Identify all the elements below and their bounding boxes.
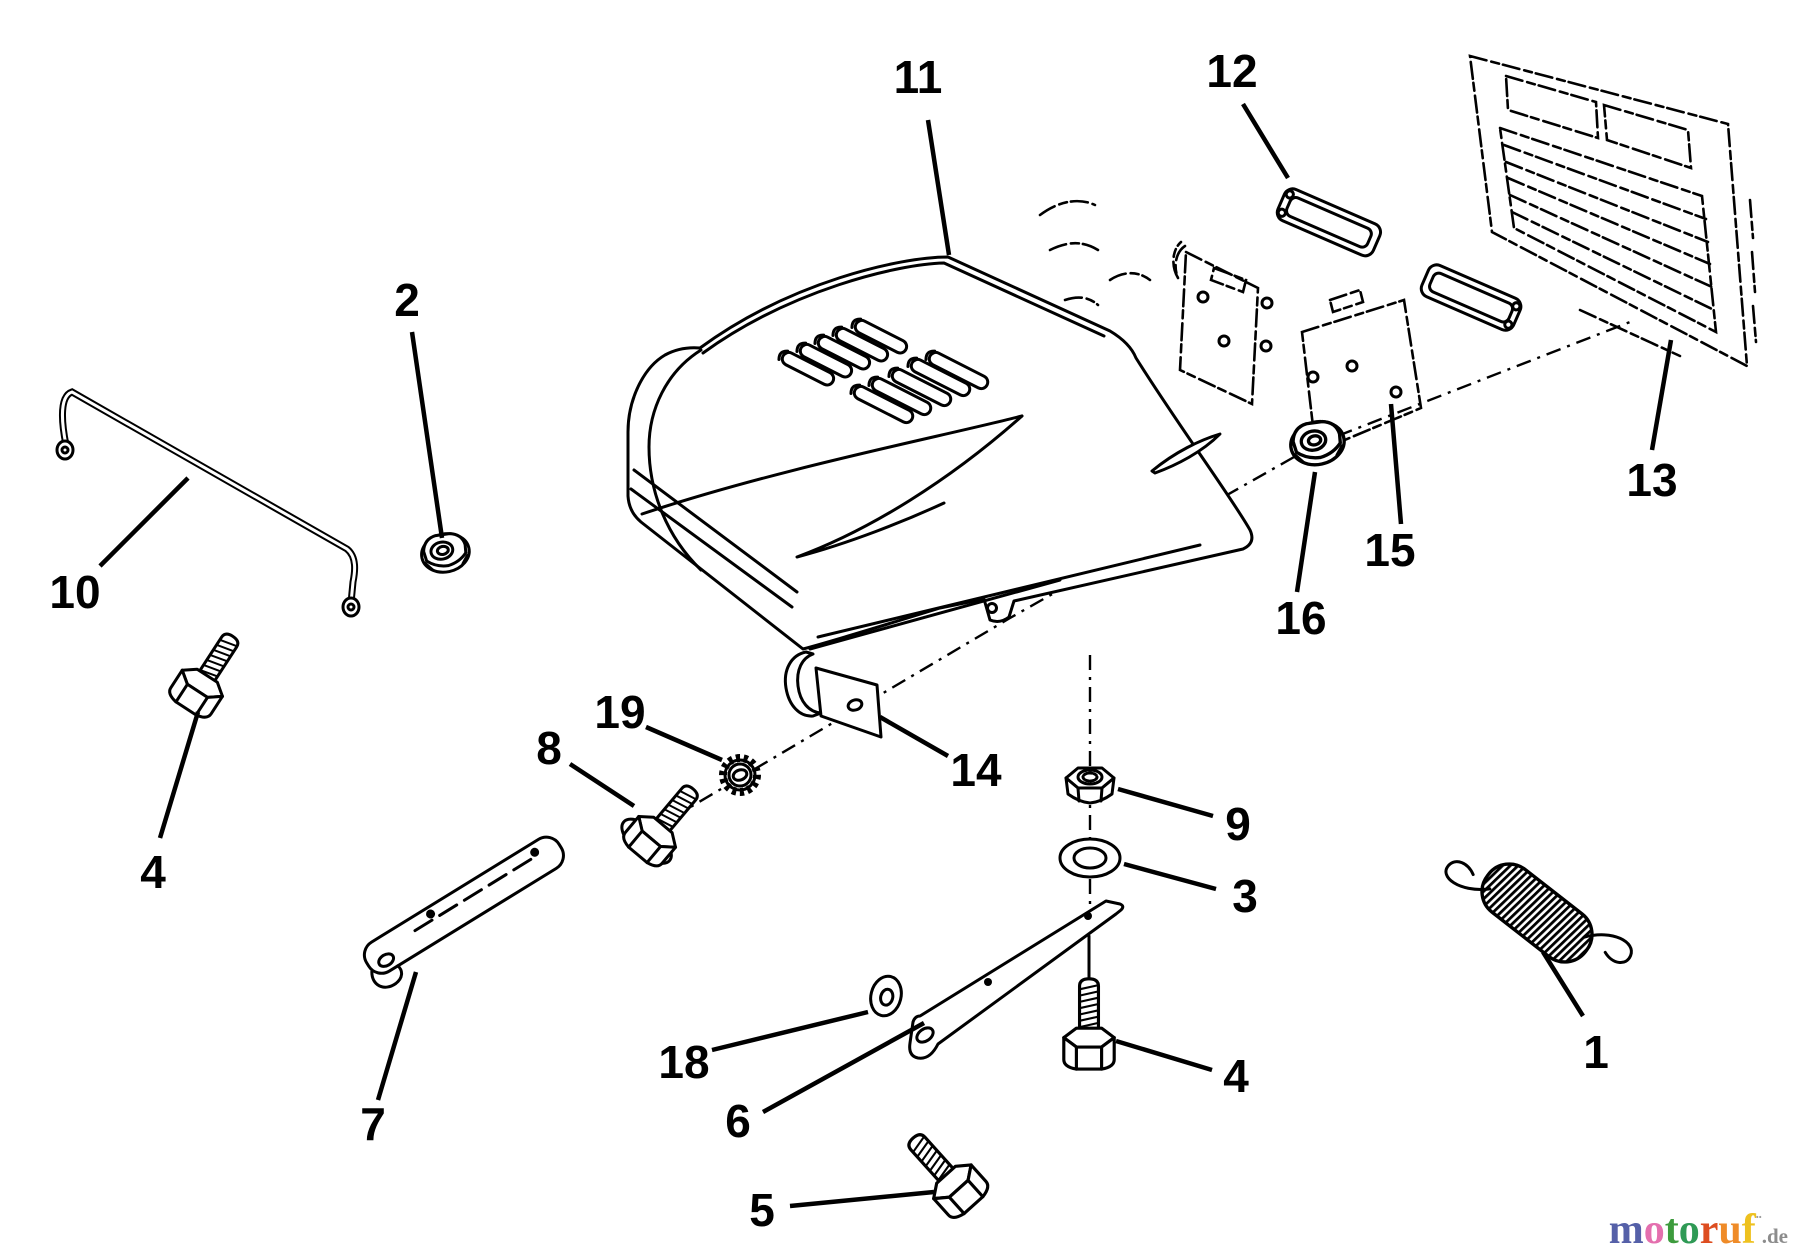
watermark-suffix: .de: [1761, 1224, 1788, 1248]
part-bracket-7: [362, 835, 565, 989]
part-bolt-5: [892, 1119, 994, 1224]
grille-slats: [1502, 143, 1716, 312]
part-spring-1: [1444, 860, 1633, 964]
callout-label-6: 6: [725, 1095, 751, 1147]
callout-leader-10: [98, 476, 190, 568]
part-nut-2: [416, 527, 475, 579]
callout-label-2: 2: [394, 274, 420, 326]
hood-vents: [777, 317, 990, 425]
hood-side-slot: [1150, 432, 1222, 475]
part-strap-6: [908, 899, 1125, 1060]
callout-leader-5: [789, 1189, 935, 1209]
part-bezels: [1275, 187, 1523, 332]
part-bolt-4-right: [1062, 977, 1116, 1071]
part-star-washer-19: [719, 754, 761, 796]
callout-label-13: 13: [1626, 454, 1677, 506]
part-backing-plates: [1038, 199, 1423, 454]
watermark-letter: o: [1643, 1207, 1665, 1253]
part-grille: [1468, 54, 1758, 369]
part-nut-16: [1285, 415, 1350, 472]
part-bolt-4-left: [164, 621, 255, 724]
callout-leader-1: [1541, 950, 1585, 1018]
part-washer-3: [1058, 837, 1122, 879]
part-clip-14: [783, 650, 883, 739]
watermark-mark: ¨: [1755, 1212, 1762, 1232]
part-nut-9: [1064, 766, 1116, 805]
callout-leader-6: [761, 1021, 926, 1114]
hood-bottom-trim-2: [808, 578, 1062, 651]
callout-label-7: 7: [360, 1098, 386, 1150]
hinge-sketch-marks: [1038, 199, 1152, 307]
callout-leader-18: [711, 1009, 869, 1053]
callout-label-18: 18: [658, 1036, 709, 1088]
callout-leader-9: [1117, 786, 1214, 819]
callout-leader-13: [1649, 339, 1674, 451]
callout-label-9: 9: [1225, 798, 1251, 850]
hood-swoosh-upper: [640, 414, 1024, 516]
callout-leader-7: [375, 971, 419, 1101]
watermark-letter: r: [1699, 1207, 1719, 1253]
part-hood-latch-rod: [55, 388, 361, 618]
callout-leader-3: [1123, 861, 1217, 892]
callout-label-8: 8: [536, 722, 562, 774]
hood-swoosh-lower: [795, 414, 1024, 559]
hood-tab-hole: [986, 602, 998, 614]
backing-plate-holes: [1196, 290, 1403, 399]
hood-top-trim: [701, 261, 1106, 355]
callout-label-3: 3: [1232, 870, 1258, 922]
callout-label-15: 15: [1364, 524, 1415, 576]
callout-leader-14: [878, 715, 950, 758]
watermark-logo[interactable]: motoruf¨.de: [1609, 1209, 1788, 1251]
watermark-letter: o: [1678, 1207, 1700, 1253]
callout-label-14: 14: [950, 744, 1002, 796]
watermark-letter: u: [1718, 1207, 1742, 1253]
callout-label-12: 12: [1206, 45, 1257, 97]
callout-leader-8: [568, 762, 636, 808]
callout-leader-16: [1294, 471, 1318, 593]
callout-label-1: 1: [1583, 1026, 1609, 1078]
hood-arch: [647, 348, 703, 572]
callout-label-11: 11: [894, 51, 943, 103]
callout-leader-19: [645, 724, 723, 763]
part-bolt-8: [617, 772, 714, 872]
callout-leader-11: [925, 119, 952, 256]
hood-skirt-line-1: [632, 468, 799, 594]
callout-leader-12: [1241, 102, 1290, 180]
grille-edge-marks: [1578, 198, 1758, 358]
watermark-word: motoruf: [1609, 1207, 1756, 1253]
callout-leader-4: [157, 711, 201, 839]
watermark-letter: t: [1664, 1207, 1679, 1253]
callout-label-19: 19: [594, 686, 645, 738]
callout-label-10: 10: [49, 566, 100, 618]
callout-leader-15: [1388, 403, 1404, 525]
part-washer-18: [869, 974, 903, 1018]
callout-leader-2: [409, 331, 445, 539]
callout-label-4: 4: [1223, 1050, 1249, 1102]
callout-label-4: 4: [140, 846, 166, 898]
callout-label-16: 16: [1275, 592, 1326, 644]
callout-label-5: 5: [749, 1184, 775, 1236]
callout-leader-4: [1115, 1038, 1213, 1073]
part-hood: [626, 255, 1254, 651]
hood-bottom-trim-1: [816, 543, 1202, 639]
watermark-letter: m: [1608, 1207, 1644, 1253]
watermark-letter: f: [1741, 1207, 1756, 1253]
